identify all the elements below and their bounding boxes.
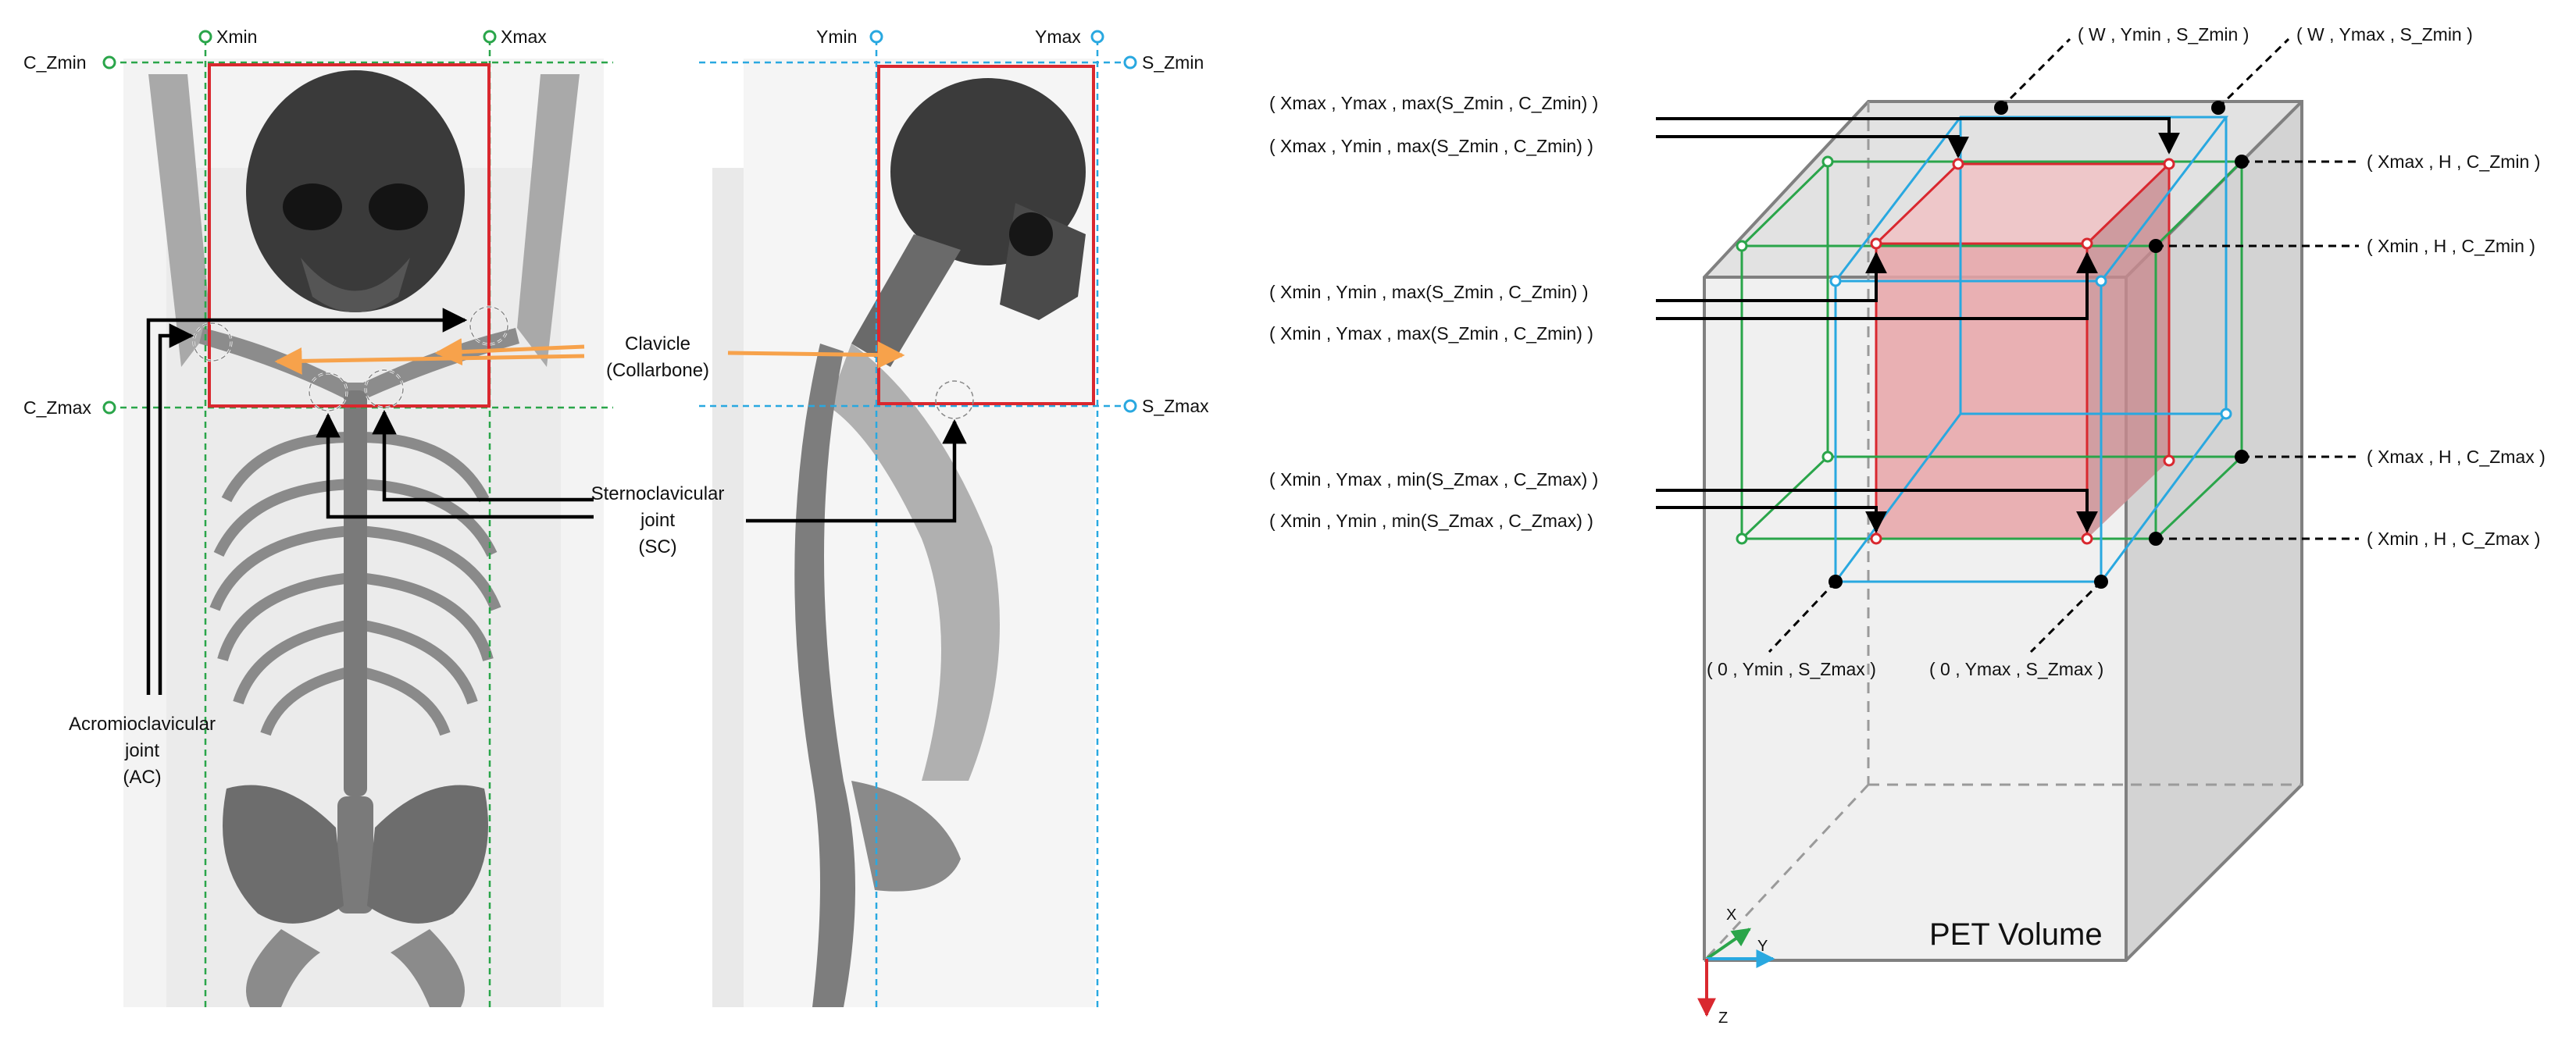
left-coord-4: ( Xmin , Ymax , max(S_Zmin , C_Zmin) ) xyxy=(1269,323,1593,344)
right-coord-2: ( Xmin , H , C_Zmin ) xyxy=(2367,236,2535,256)
left-coord-5: ( Xmin , Ymax , min(S_Zmax , C_Zmax) ) xyxy=(1269,469,1598,490)
ac-joint-abbrev: (AC) xyxy=(123,767,161,788)
bottom-coord-1: ( 0 , Ymin , S_Zmax ) xyxy=(1707,659,1876,679)
c-zmax-label: C_Zmax xyxy=(23,397,91,418)
xmin-marker xyxy=(198,30,212,44)
sagittal-head-box xyxy=(877,65,1095,405)
sagittal-table xyxy=(712,168,744,1007)
clavicle-arrows xyxy=(274,338,905,375)
ymin-marker xyxy=(869,30,883,44)
ribcage xyxy=(209,432,501,736)
left-coord-3: ( Xmin , Ymin , max(S_Zmin , C_Zmin) ) xyxy=(1269,282,1589,302)
right-coord-1: ( Xmax , H , C_Zmin ) xyxy=(2367,151,2540,172)
sc-joint-label: Sternoclavicular xyxy=(591,483,725,504)
axis-x-label: X xyxy=(1726,906,1736,924)
clavicle-label: Clavicle xyxy=(625,333,690,354)
coronal-head-box xyxy=(208,63,491,408)
ymax-label: Ymax xyxy=(1035,27,1081,47)
pet-volume-diagram: ( W , Ymin , S_Zmin ) ( W , Ymax , S_Zmi… xyxy=(1269,24,2546,1027)
sagittal-spine xyxy=(794,344,855,1007)
xmax-label: Xmax xyxy=(501,27,547,47)
femur-left xyxy=(246,929,320,1007)
sagittal-view: Ymin Ymax S_Zmin S_Zmax xyxy=(699,27,1209,1007)
spine xyxy=(337,390,373,913)
head-volume-side xyxy=(2087,164,2169,539)
left-coord-arrows xyxy=(1656,117,2180,533)
axis-z-label: Z xyxy=(1718,1010,1728,1027)
sagittal-guides xyxy=(699,39,1130,1007)
axis-glyph: X Y Z xyxy=(1697,906,1775,1027)
head-volume-front xyxy=(1876,244,2087,539)
sagittal-joint-marker xyxy=(935,380,974,419)
skull xyxy=(246,70,465,312)
ac-joint-sublabel: joint xyxy=(124,740,159,761)
eye-socket-right xyxy=(369,183,428,230)
sagittal-pelvis xyxy=(851,781,961,892)
pet-box-hidden-edges xyxy=(1703,101,2302,962)
s-zmax-marker xyxy=(1123,399,1137,413)
sc-joint-abbrev: (SC) xyxy=(638,536,676,557)
eye-socket-left xyxy=(283,183,342,230)
ymin-label: Ymin xyxy=(816,27,857,47)
ac-joint-label: Acromioclavicular xyxy=(69,714,216,735)
ac-joint-arrows xyxy=(146,308,468,695)
head-volume-top xyxy=(1876,164,2169,244)
right-coord-3: ( Xmax , H , C_Zmax ) xyxy=(2367,447,2546,467)
axis-y-label: Y xyxy=(1757,938,1768,955)
left-coord-2: ( Xmax , Ymin , max(S_Zmin , C_Zmin) ) xyxy=(1269,136,1593,156)
pelvis-left xyxy=(223,785,344,924)
sc-joint-sublabel: joint xyxy=(640,510,675,531)
jaw xyxy=(301,258,410,312)
femur-right xyxy=(391,929,465,1007)
top-coord-1: ( W , Ymin , S_Zmin ) xyxy=(2078,24,2249,45)
s-zmax-label: S_Zmax xyxy=(1142,396,1209,416)
right-arm xyxy=(517,74,580,367)
xmax-marker xyxy=(483,30,497,44)
s-zmin-label: S_Zmin xyxy=(1142,52,1204,73)
top-coord-2: ( W , Ymax , S_Zmin ) xyxy=(2296,24,2473,45)
ymax-marker xyxy=(1090,30,1104,44)
pet-volume-label: PET Volume xyxy=(1929,917,2103,952)
sagittal-ribcage xyxy=(828,344,1000,781)
top-leaders xyxy=(2000,37,2290,109)
sc-joint-arrows xyxy=(316,409,967,523)
pelvis-right xyxy=(367,785,488,924)
c-zmax-marker xyxy=(102,401,116,415)
s-zmin-marker xyxy=(1123,55,1137,69)
c-zmin-marker xyxy=(102,55,116,69)
xmin-label: Xmin xyxy=(216,27,257,47)
left-coord-6: ( Xmin , Ymin , min(S_Zmax , C_Zmax) ) xyxy=(1269,511,1593,531)
right-coord-4: ( Xmin , H , C_Zmax ) xyxy=(2367,529,2540,549)
left-coord-1: ( Xmax , Ymax , max(S_Zmin , C_Zmin) ) xyxy=(1269,93,1598,113)
left-arm xyxy=(148,74,211,367)
sagittal-eye-socket xyxy=(1009,212,1053,256)
coronal-view: Xmin Xmax C_Zmin C_Zmax xyxy=(23,27,613,1007)
bottom-leaders xyxy=(1768,580,2103,653)
bottom-coord-2: ( 0 , Ymax , S_Zmax ) xyxy=(1929,659,2103,679)
clavicle-sublabel: (Collarbone) xyxy=(606,360,709,381)
right-leaders xyxy=(2156,160,2359,540)
joint-annotations: Clavicle (Collarbone) Sternoclavicular j… xyxy=(69,308,967,788)
c-zmin-label: C_Zmin xyxy=(23,52,87,73)
